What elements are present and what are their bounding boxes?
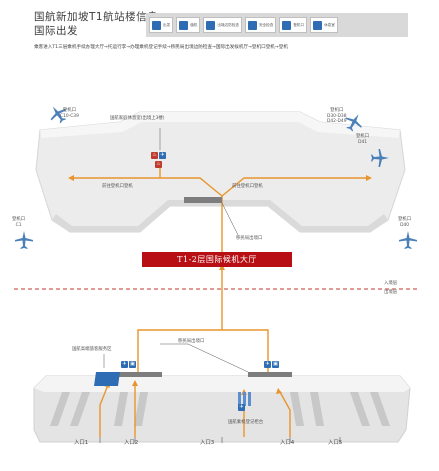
gate-icon: ✈ [159,152,166,159]
immigration-bar-left [118,372,162,377]
gate-c1-label: 登机口 C1 [12,217,26,228]
airside-building [35,111,406,233]
lounge-icon [313,20,323,30]
title-line-2: 国际出发 [34,25,78,37]
legend-bar: 出发 值机 出境边防检查 安全检查 登机口 休息室 [146,13,408,37]
legend-item-checkin: 值机 [176,17,201,33]
airside-route [72,168,368,255]
legend-label: 值机 [190,23,198,27]
entrance-2: 入口2 [124,440,139,446]
airplane-icon [399,231,417,249]
lounge-icon: ♨ [151,152,158,159]
airplane-icon [371,149,389,167]
leader-line [160,343,249,373]
immigration-bar-right [248,372,292,377]
checkin-icon: ✈ [238,404,245,411]
direction-left: 前往登机口登机 [102,184,133,189]
gate-d40-label: 登机口 D40 [398,217,412,228]
legend-label: 安全检查 [258,23,274,27]
immigration-label: 移民局出境口 [178,339,205,344]
lounge-label: 国航家庭休息室(出境上3楼) [110,116,165,121]
airside-arrowheads [68,175,372,181]
checkin-counter-label: 国航乘机登记柜台 [228,420,264,425]
gate-icon [282,20,292,30]
immigration-icon: ▣ [272,361,279,368]
premium-counter-label: 国航高端旅客服务区 [72,347,112,352]
airplane-icon [15,231,33,249]
legend-item-lounge: 休息室 [310,17,338,33]
landside-route [99,268,291,437]
legend-label: 休息室 [324,23,335,27]
entrance-1: 入口1 [74,440,89,446]
divider-label-bottom: 出境层 [384,290,398,295]
legend-item-immigration: 出境边防检查 [203,17,242,33]
title-line-1: 国航新加坡T1航站楼信息 [34,11,159,23]
immigration-icon [206,20,216,30]
entrance-3: 入口3 [200,440,215,446]
airplane-icon [345,114,362,132]
hall-banner: T1-2层国际候机大厅 [142,252,292,267]
legend-item-security: 安全检查 [244,17,277,33]
checkin-icon: ✈ [121,361,128,368]
legend-item-departure: 出发 [149,17,174,33]
legend-label: 登机口 [293,23,305,27]
legend-label: 出境边防检查 [217,23,239,27]
premium-counter [94,372,120,386]
divider-label-top: 入境层 [384,281,398,286]
checkin-icon [179,20,189,30]
gate-c10-c39-label: 登机口 C10-C39 [60,108,79,119]
landside-building [33,375,411,443]
entrance-5: 入口5 [328,440,343,446]
entrance-4: 入口4 [280,440,295,446]
route-description: 乘客进入T1三层乘机手续办理大厅→托运行李→办理乘机登记手续→移民局出境边防检查… [34,45,288,50]
legend-item-gate: 登机口 [279,17,308,33]
gate-d30-d42-label: 登机口 D30-D38 D42-D49 [327,108,347,124]
departure-icon [152,20,161,30]
gate-d41-label: 登机口 D41 [356,134,370,145]
entrance-ticks [99,437,341,443]
skytrain-bar [184,197,222,203]
airplane-icon [50,106,67,124]
security-icon [247,20,257,30]
immigration-icon: ▣ [129,361,136,368]
lounge-icon: ♨ [155,161,162,168]
skytrain-label: 移民局出境口 [236,236,263,241]
checkin-kiosks [238,392,251,406]
direction-right: 前往登机口登机 [232,184,263,189]
legend-label: 出发 [163,23,171,27]
leader-line [221,202,239,236]
page-title: 国航新加坡T1航站楼信息 国际出发 [34,10,158,38]
checkin-icon: ✈ [264,361,271,368]
